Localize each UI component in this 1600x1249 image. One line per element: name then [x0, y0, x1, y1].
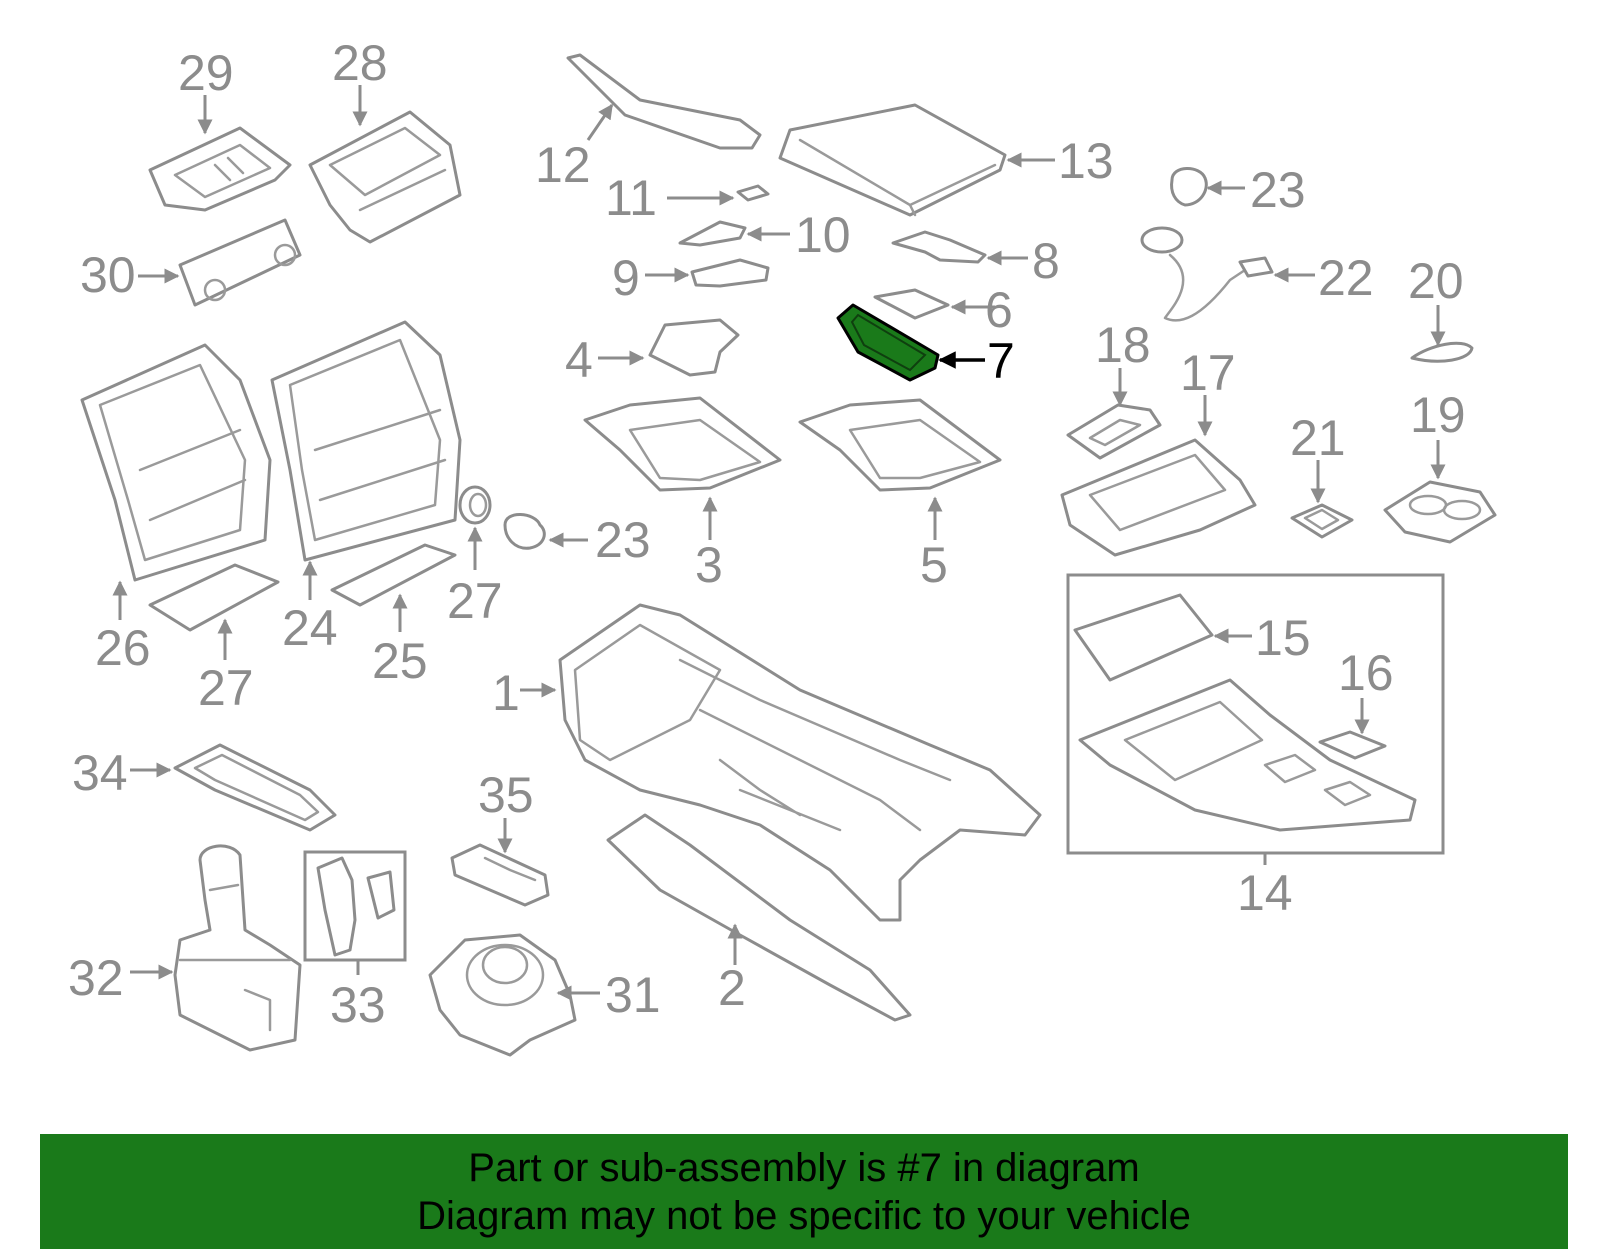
callout-8: 8 — [1032, 233, 1060, 289]
part-15-cover[interactable] — [1073, 593, 1214, 682]
callout-26: 25 — [372, 633, 428, 689]
part-8-bracket[interactable] — [891, 230, 987, 264]
banner-line-1: Part or sub-assembly is #7 in diagram — [468, 1146, 1140, 1190]
callout-23b: 23 — [595, 512, 651, 568]
callout-9: 9 — [612, 250, 640, 306]
part-31-control-panel[interactable] — [178, 218, 302, 307]
callout-11: 11 — [605, 170, 657, 226]
callout-18: 18 — [1095, 317, 1151, 373]
part-9-bracket[interactable] — [690, 258, 770, 288]
part-29-vent-panel[interactable] — [308, 110, 462, 244]
part-25-side-panel[interactable] — [80, 343, 272, 582]
callout-13: 13 — [1058, 133, 1114, 189]
callout-33: 32 — [68, 950, 124, 1006]
callout-35: 34 — [72, 745, 128, 801]
part-30-vent[interactable] — [148, 126, 292, 212]
callout-21: 21 — [1290, 410, 1346, 466]
callout-7: 7 — [987, 333, 1015, 389]
callout-36: 35 — [478, 767, 534, 823]
callout-23a: 23 — [1250, 162, 1306, 218]
part-23-cap-lower[interactable] — [503, 513, 546, 550]
part-32-idrive-controller[interactable] — [428, 933, 577, 1057]
callout-27: 27 — [198, 660, 254, 716]
callout-19: 19 — [1410, 387, 1466, 443]
part-28-grommet[interactable] — [458, 485, 492, 525]
part-1-center-console[interactable] — [558, 603, 1042, 922]
callout-16: 16 — [1338, 645, 1394, 701]
part-3-tray[interactable] — [583, 396, 782, 492]
info-banner: Part or sub-assembly is #7 in diagram Di… — [40, 1134, 1568, 1249]
callout-22: 22 — [1318, 250, 1374, 306]
callout-6: 6 — [985, 282, 1013, 338]
callout-14: 14 — [1237, 865, 1293, 921]
part-17-console-insert[interactable] — [1060, 438, 1257, 557]
part-7-highlighted[interactable] — [836, 303, 940, 382]
callout-29: 28 — [332, 35, 388, 91]
part-24-side-panel[interactable] — [270, 320, 462, 562]
part-2-trim-strip[interactable] — [606, 813, 912, 1022]
callout-24: 24 — [282, 600, 338, 656]
callout-5: 5 — [920, 537, 948, 593]
part-36-switch-panel[interactable] — [450, 843, 550, 907]
callout-4: 4 — [565, 332, 593, 388]
part-14-trim-panel[interactable] — [1078, 678, 1417, 832]
part-14-group-box — [1066, 573, 1445, 855]
part-34-shift-paddles[interactable] — [316, 856, 396, 957]
part-18-trim[interactable] — [1066, 403, 1162, 460]
part-23-cap-upper[interactable] — [1170, 167, 1208, 207]
part-20-clip[interactable] — [1410, 341, 1474, 363]
callout-10: 10 — [795, 207, 851, 263]
part-13-lid[interactable] — [778, 103, 1007, 217]
part-16-pad[interactable] — [1318, 730, 1387, 760]
callout-1: 1 — [492, 665, 520, 721]
part-26-mat[interactable] — [330, 543, 457, 607]
callout-31: 30 — [80, 247, 136, 303]
callout-12: 12 — [535, 137, 591, 193]
banner-line-2: Diagram may not be specific to your vehi… — [417, 1194, 1191, 1238]
callout-3: 3 — [695, 537, 723, 593]
part-5-tray[interactable] — [798, 398, 1002, 492]
callout-32: 31 — [605, 967, 661, 1023]
part-27-mat[interactable] — [148, 563, 280, 632]
part-19-cup-holder[interactable] — [1383, 480, 1497, 544]
part-12-trim-strip[interactable] — [566, 53, 762, 150]
part-33-shifter[interactable] — [173, 844, 302, 1052]
callout-28: 27 — [447, 573, 503, 629]
callout-20: 20 — [1408, 253, 1464, 309]
callout-30: 29 — [178, 45, 234, 101]
part-35-shifter-trim[interactable] — [173, 743, 337, 832]
callout-34: 33 — [330, 977, 386, 1033]
part-22-cable[interactable] — [1140, 226, 1274, 322]
part-34-group-box — [303, 850, 407, 962]
callout-2: 2 — [718, 960, 746, 1016]
part-10-bracket[interactable] — [678, 220, 747, 247]
part-21-insert[interactable] — [1290, 503, 1354, 539]
callout-15: 15 — [1255, 610, 1311, 666]
callout-25: 26 — [95, 620, 151, 676]
part-11-clip[interactable] — [736, 184, 770, 202]
part-6-mat[interactable] — [873, 288, 950, 320]
part-4-tray[interactable] — [648, 318, 740, 377]
callout-17: 17 — [1180, 345, 1236, 401]
